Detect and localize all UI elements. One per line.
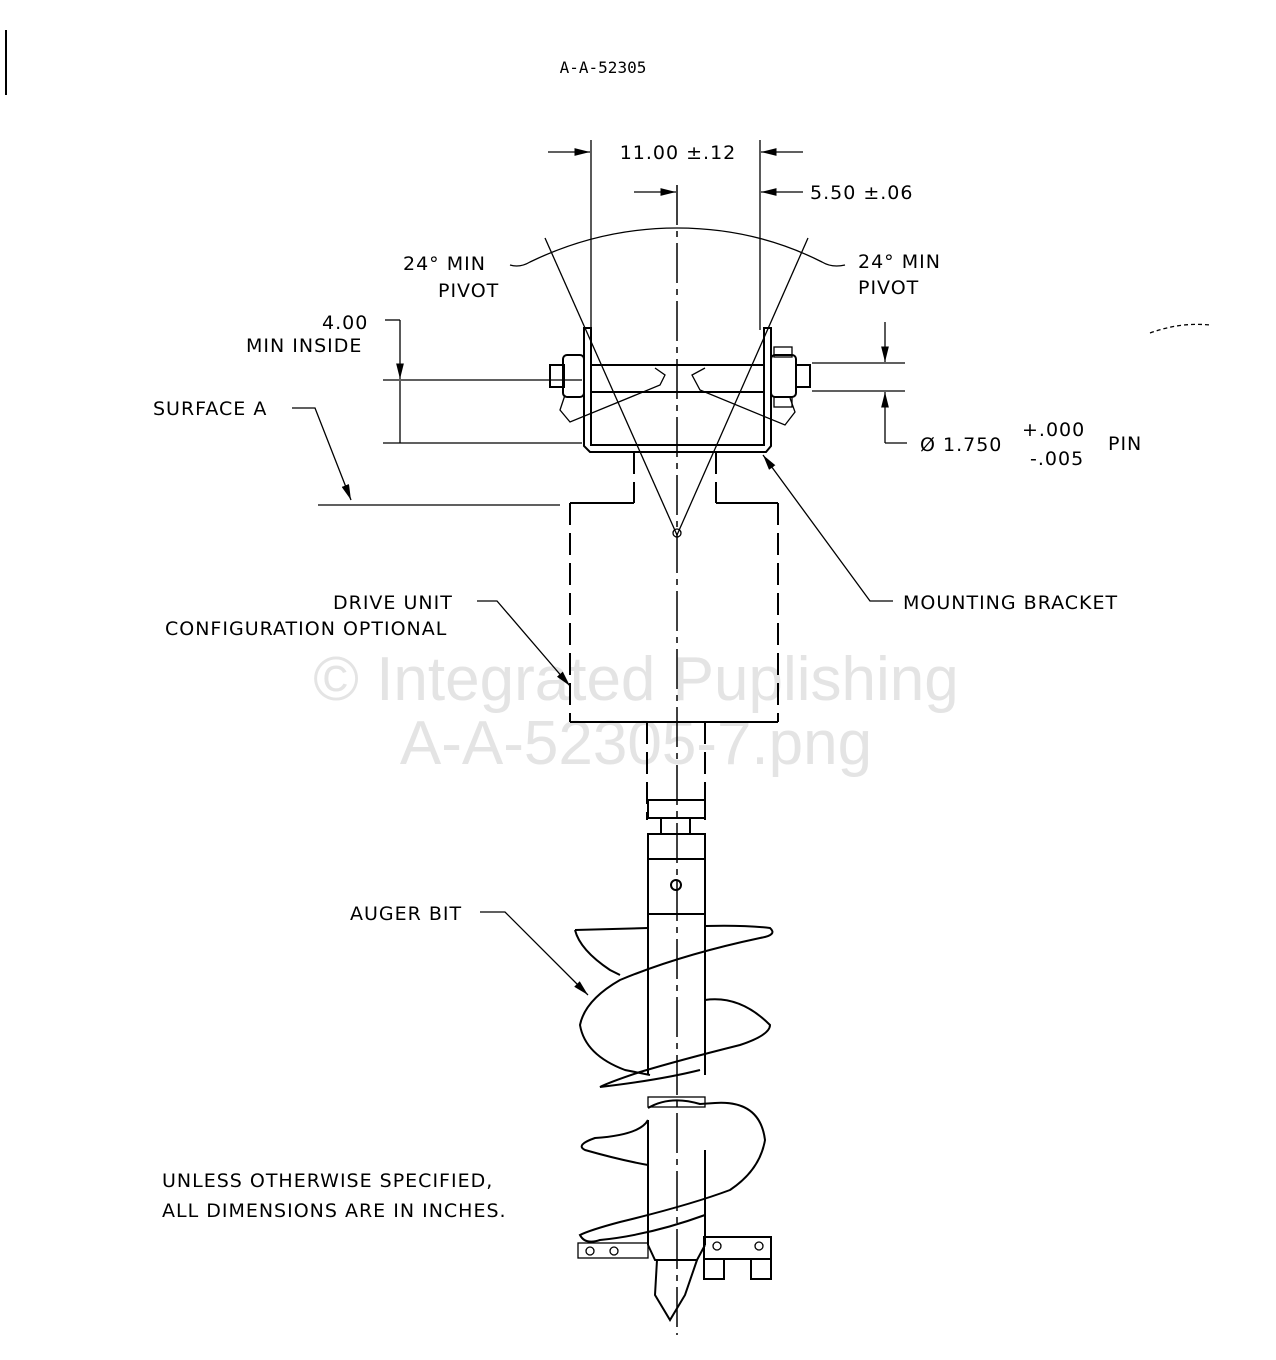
auger-bit-callout: AUGER BIT — [350, 903, 589, 996]
overall-width-dimension: 11.00 ±.12 — [548, 140, 803, 330]
inside-height-value: 4.00 — [322, 312, 368, 334]
surface-a-label: SURFACE A — [153, 398, 267, 420]
inside-height-label: MIN INSIDE — [246, 335, 362, 357]
pin-tolerance-minus: -.005 — [1030, 448, 1084, 470]
surface-a-callout: SURFACE A — [153, 398, 560, 506]
pin-diameter-dimension: Ø 1.750 +.000 -.005 PIN — [812, 322, 1142, 470]
scan-artifact — [1149, 323, 1211, 334]
overall-width-label: 11.00 ±.12 — [620, 142, 737, 164]
note-line1: UNLESS OTHERWISE SPECIFIED, — [162, 1170, 493, 1192]
mounting-bracket — [549, 327, 811, 453]
pivot-right-angle: 24° MIN — [858, 251, 941, 273]
drive-unit-label-line1: DRIVE UNIT — [333, 592, 453, 614]
auger-bit-label: AUGER BIT — [350, 903, 462, 925]
mounting-bracket-callout: MOUNTING BRACKET — [762, 454, 1118, 614]
note-line2: ALL DIMENSIONS ARE IN INCHES. — [162, 1200, 507, 1222]
watermark-line1: © Integrated Puplishing — [313, 645, 958, 714]
pivot-right-label: PIVOT — [858, 277, 919, 299]
inside-height-dimension: 4.00 MIN INSIDE — [246, 312, 582, 444]
watermark-line2: A-A-52305-7.png — [400, 709, 872, 778]
half-width-dimension: 5.50 ±.06 — [634, 182, 913, 204]
pivot-left-label: PIVOT — [438, 280, 499, 302]
document-id: A-A-52305 — [560, 58, 647, 77]
pivot-angle-dimension: 24° MIN PIVOT 24° MIN PIVOT — [403, 227, 941, 536]
watermark: © Integrated Puplishing A-A-52305-7.png — [313, 645, 958, 778]
pivot-left-angle: 24° MIN — [403, 253, 486, 275]
drive-unit-label-line2: CONFIGURATION OPTIONAL — [165, 618, 447, 640]
mounting-bracket-label: MOUNTING BRACKET — [903, 592, 1118, 614]
pin-tolerance-plus: +.000 — [1022, 419, 1085, 441]
auger-bit — [574, 799, 774, 1322]
half-width-label: 5.50 ±.06 — [810, 182, 913, 204]
pin-label: PIN — [1108, 433, 1142, 455]
general-notes: UNLESS OTHERWISE SPECIFIED, ALL DIMENSIO… — [162, 1170, 507, 1222]
pin-diameter-label: Ø 1.750 — [920, 434, 1002, 456]
